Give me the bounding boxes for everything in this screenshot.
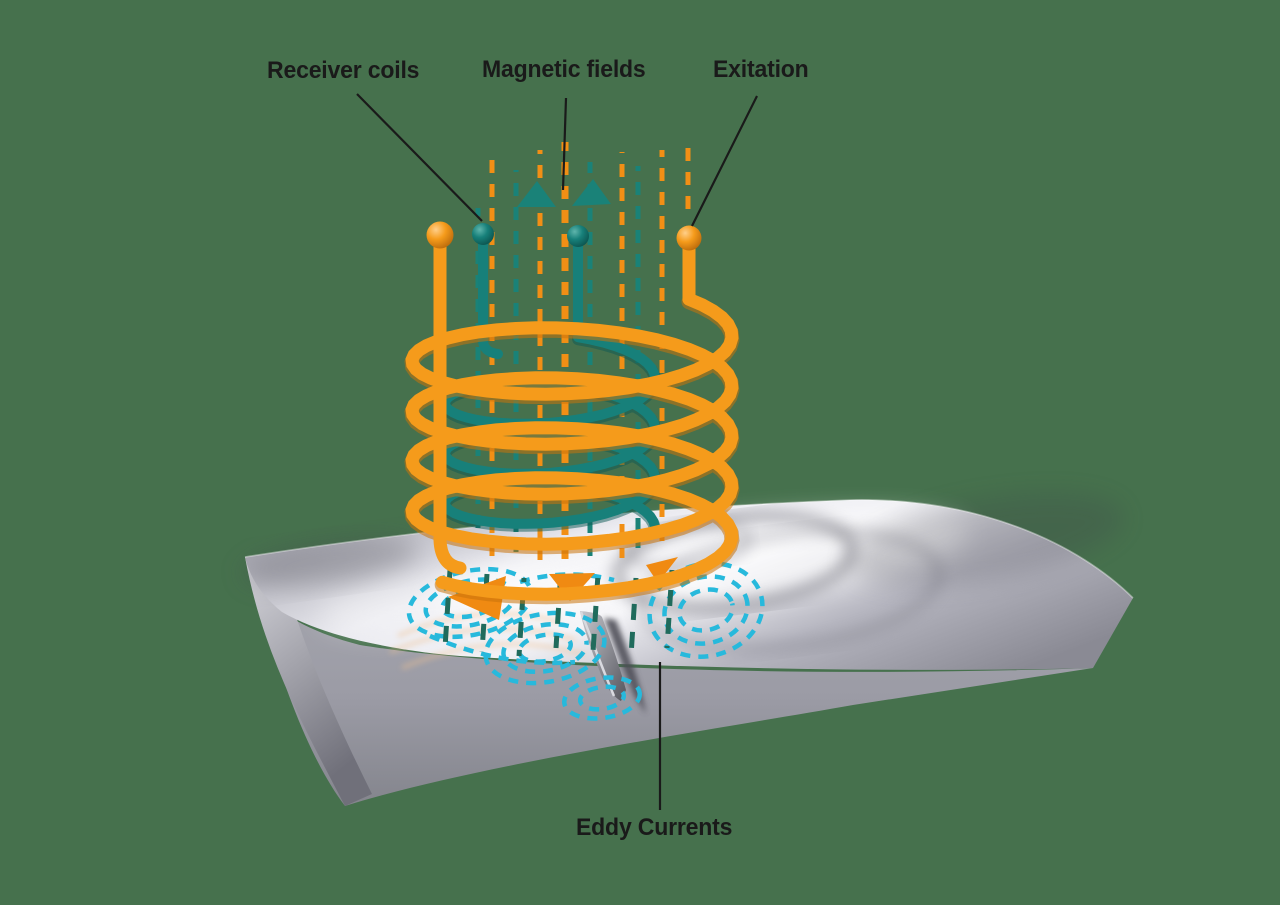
eddy-swirl-center [483,610,607,686]
leader-excitation [691,95,758,227]
receiver-coil-winding [439,332,661,532]
leader-magnetic-fields [561,97,568,191]
leader-receiver-coils [356,93,483,222]
crack-shadow [604,618,646,714]
metal-left-face [245,557,372,806]
coil-terminals [426,221,702,251]
crack-groove [580,611,626,701]
leader-lines [356,93,758,810]
label-eddy-currents: Eddy Currents [576,814,733,841]
label-receiver-coils: Receiver coils [267,57,420,84]
label-magnetic-fields: Magnetic fields [482,56,646,83]
metal-front-face [256,590,1093,806]
excitation-terminal-right [676,225,702,251]
eddy-flow-arc [429,633,576,666]
field-arrow-up-left-icon [517,181,556,207]
field-direction-arrows [517,179,611,207]
excitation-coil-lead-left [433,239,467,575]
subsurface-field-dash-line [479,573,490,653]
excitation-terminal-left [426,221,454,249]
excitation-coil-winding [405,292,739,601]
eddy-flow-arc [519,572,615,585]
metal-shade-left [240,536,420,588]
metal-top-edge-highlight [244,499,1134,599]
excitation-coil [404,239,740,605]
label-excitation: Exitation [713,56,809,83]
field-arrow-up-right-icon [572,179,611,206]
eddy-swirl-crack-tip [562,675,642,721]
metal-shade-right [846,493,1124,587]
receiver-terminal-left [472,223,494,245]
receiver-terminal-center [567,225,589,247]
